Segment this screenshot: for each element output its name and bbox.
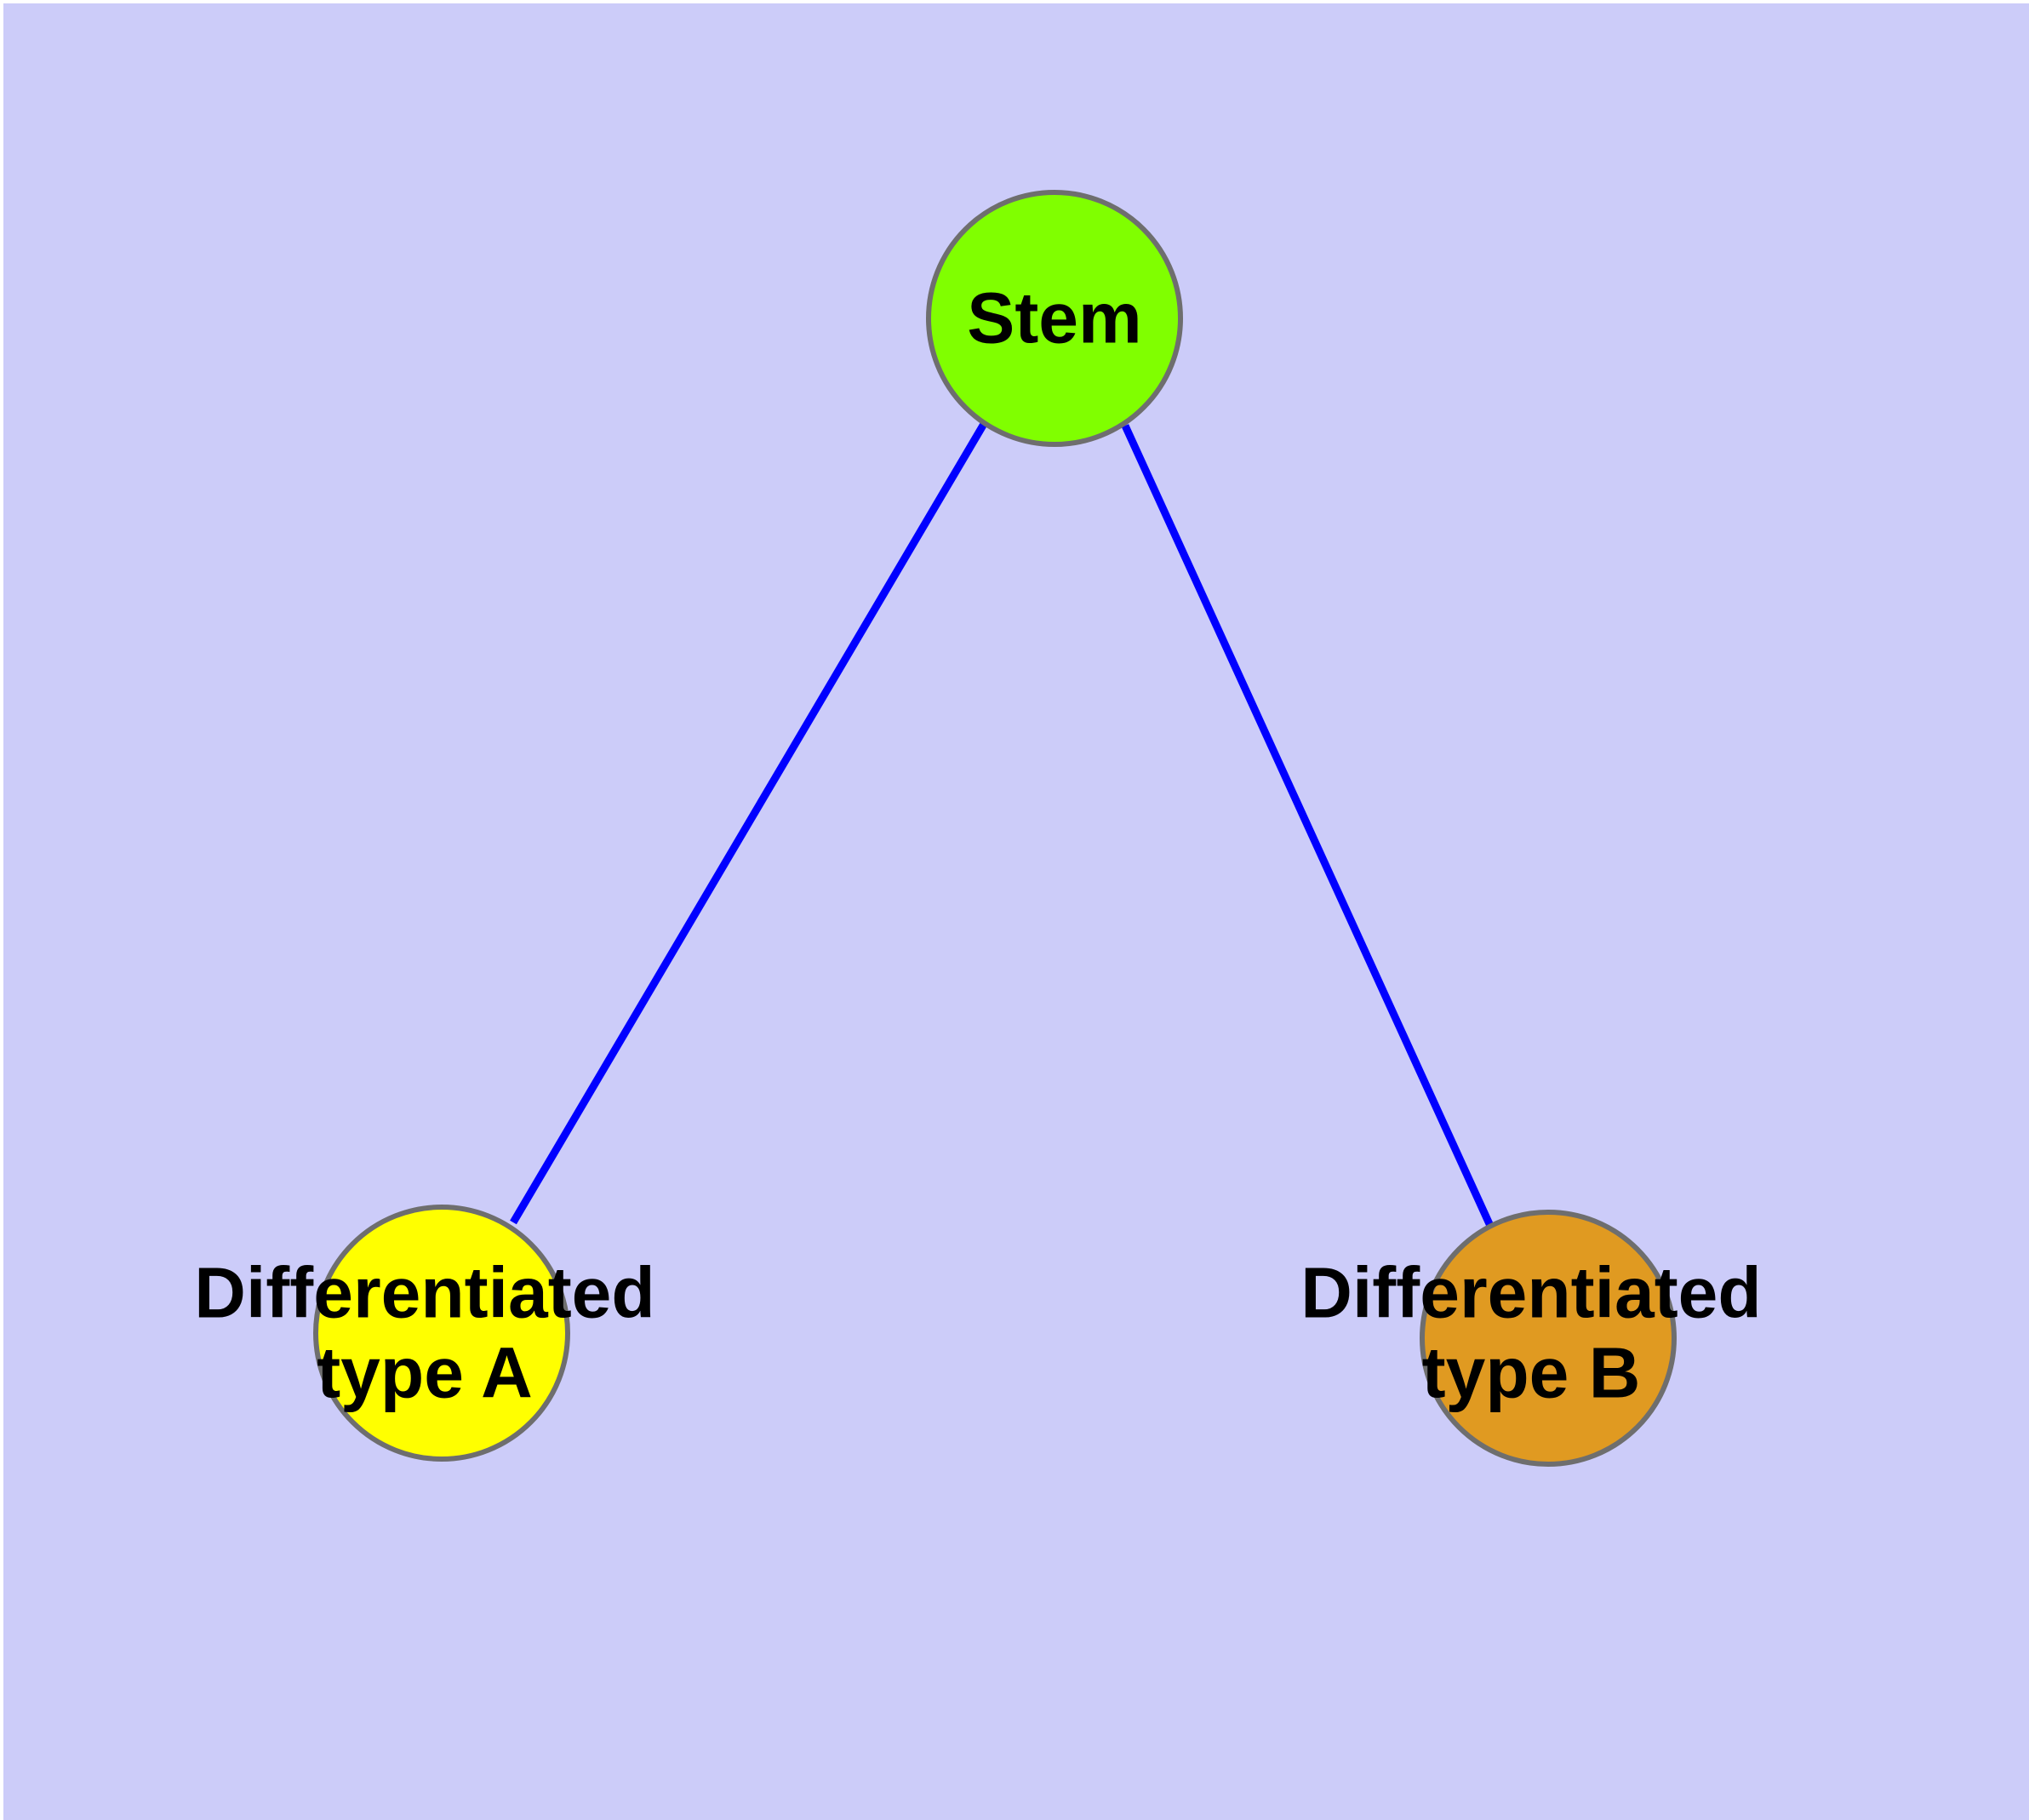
node-differentiated-type-b-circle[interactable] <box>1420 1210 1677 1467</box>
node-differentiated-type-b[interactable] <box>1420 1210 1677 1467</box>
node-stem[interactable] <box>926 190 1183 447</box>
node-layer <box>313 190 1677 1467</box>
edge-stem-to-differentiated-type-b[interactable] <box>1121 424 1495 1228</box>
node-stem-label: Stem <box>967 278 1141 358</box>
edge-layer <box>510 421 1495 1228</box>
edge-stem-to-differentiated-type-a[interactable] <box>510 421 987 1225</box>
node-differentiated-type-a[interactable] <box>313 1205 570 1462</box>
node-differentiated-type-a-circle[interactable] <box>313 1205 570 1462</box>
node-stem-circle[interactable] <box>926 190 1183 447</box>
